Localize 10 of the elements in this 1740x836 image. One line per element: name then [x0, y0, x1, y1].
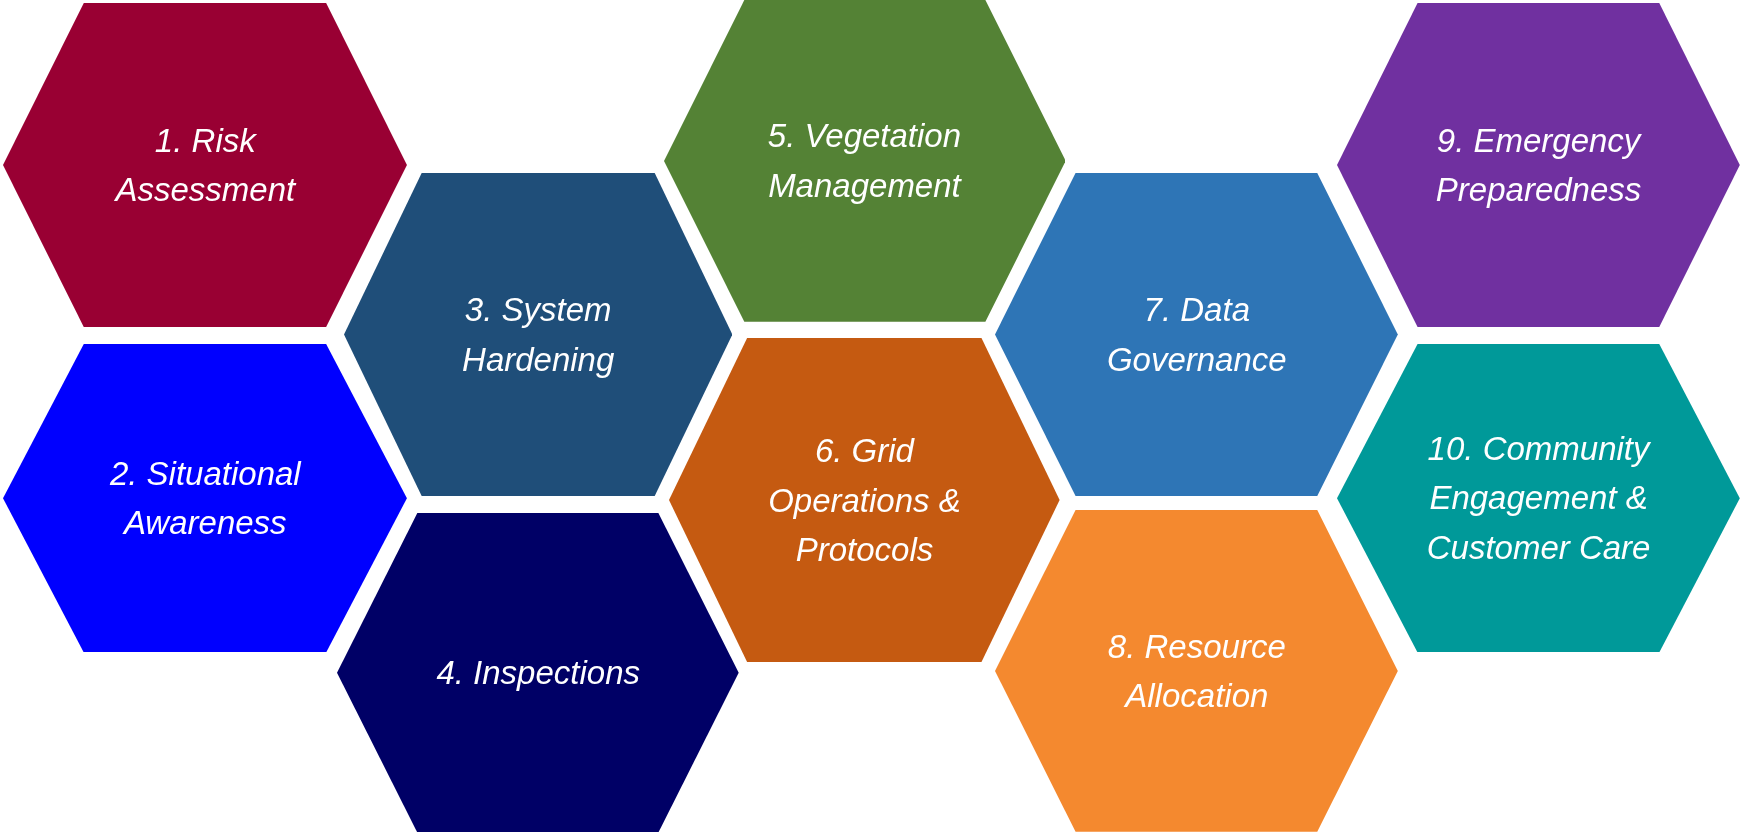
tile-label: 2. Situational Awareness: [108, 453, 303, 544]
tile-label: 3. System Hardening: [461, 290, 616, 380]
tile-label: 5. Vegetation Management: [766, 116, 963, 206]
tile-label: 8. Resource Allocation: [1106, 626, 1287, 717]
tile-label: 10. Community Engagement & Customer Care: [1425, 429, 1652, 568]
tile-label: 6. Grid Operations & Protocols: [767, 431, 962, 571]
tile-label: 4. Inspections: [436, 652, 640, 693]
tile-label: 9. Emergency Preparedness: [1434, 120, 1643, 211]
tile-label: 7. Data Governance: [1105, 290, 1288, 380]
tile-label: 1. Risk Assessment: [113, 120, 298, 211]
